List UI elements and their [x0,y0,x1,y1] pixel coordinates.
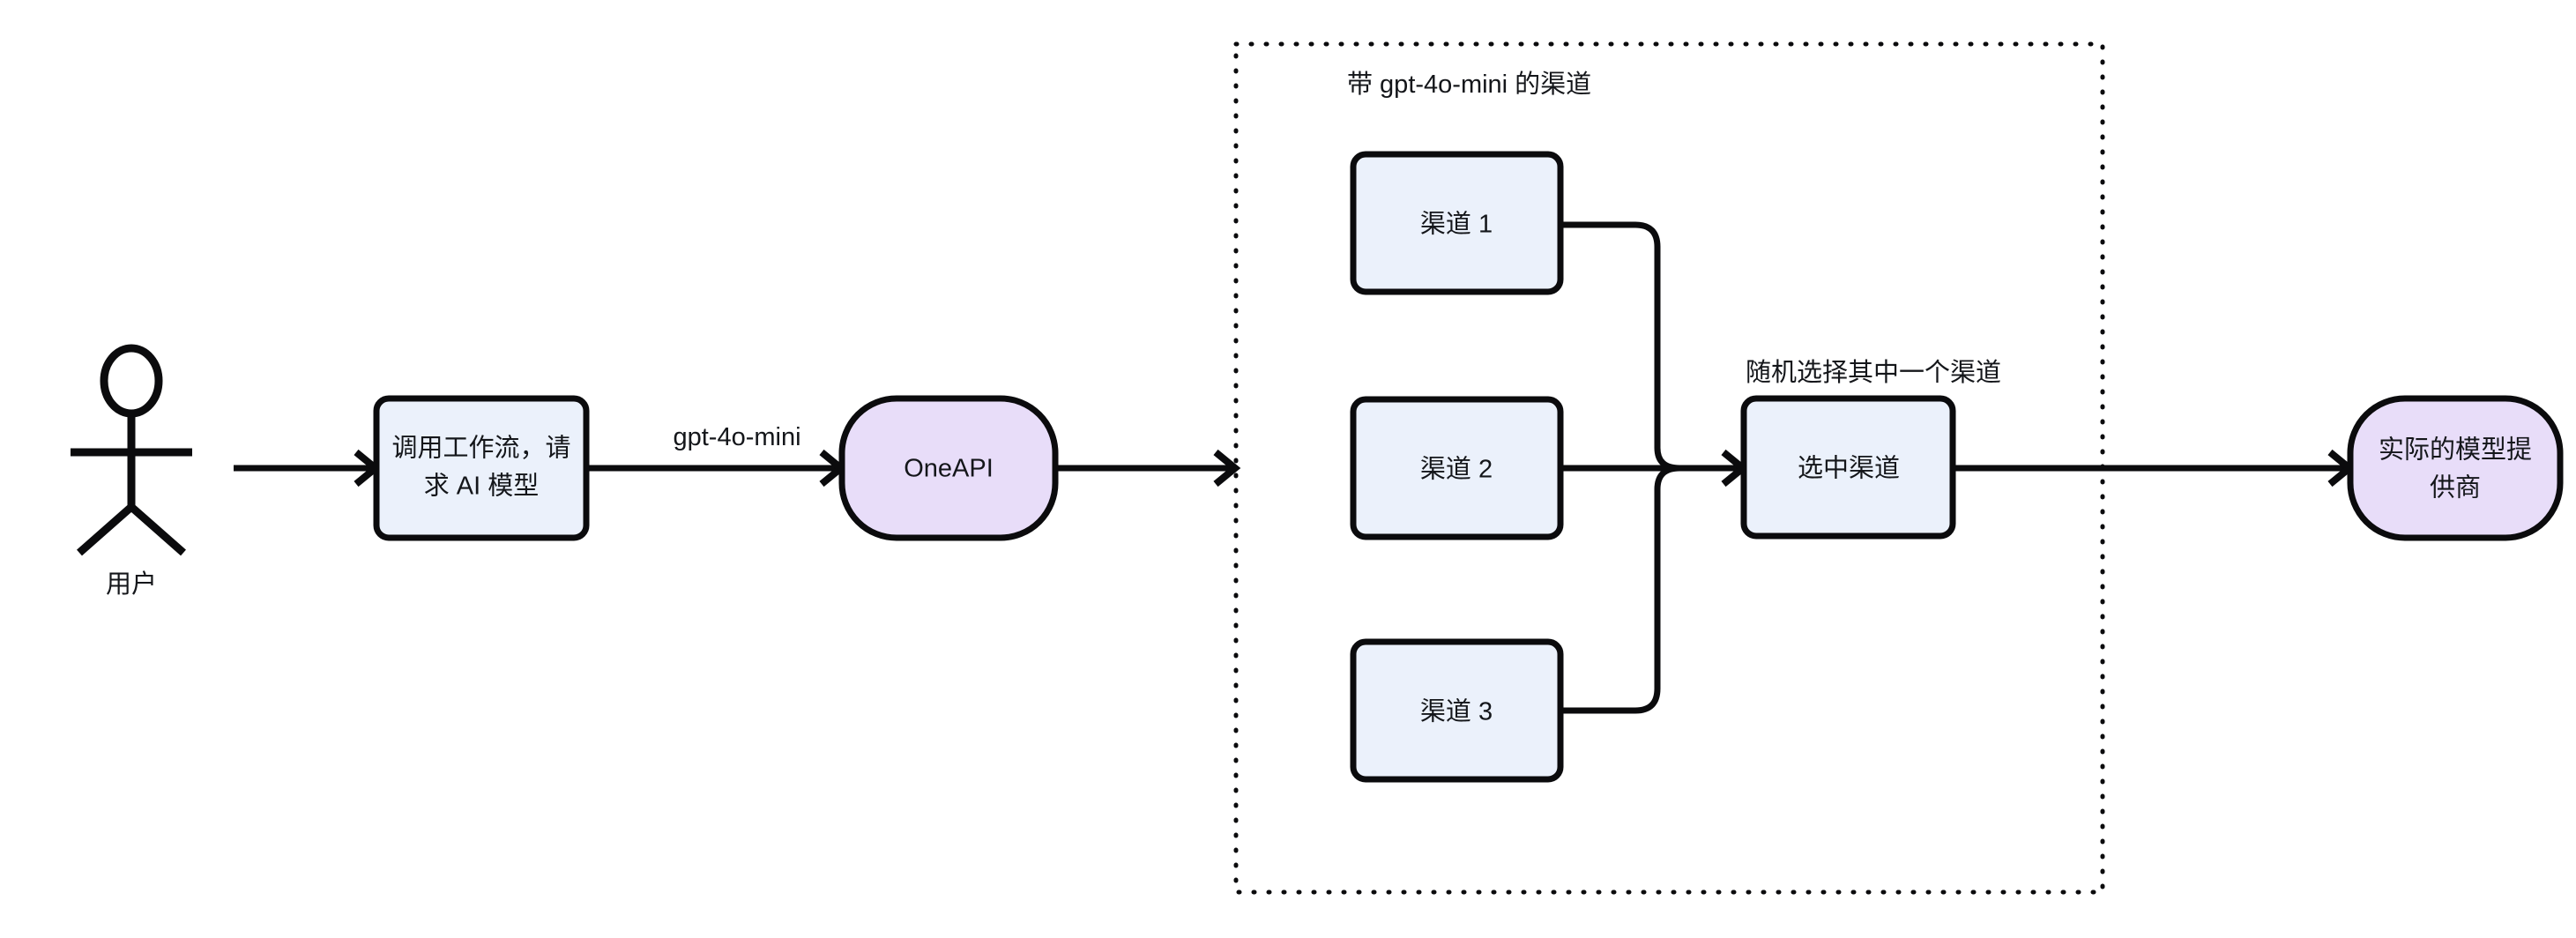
node-model-provider[interactable]: 实际的模型提 供商 [2347,395,2564,541]
edge-selected-to-provider [1953,449,2356,488]
node-channel-2[interactable]: 渠道 2 [1350,396,1564,540]
node-oneapi-label: OneAPI [904,455,994,483]
node-channel-1-label: 渠道 1 [1420,210,1493,239]
user-actor: 用户 [71,344,192,599]
edge-label-gpt-4o-mini: gpt-4o-mini [673,423,800,451]
node-channel-3-label: 渠道 3 [1420,697,1493,726]
edge-channel-3-to-selected [1560,465,1680,714]
edge-oneapi-to-group [1055,449,1241,488]
stick-figure-right-leg-icon [129,503,186,556]
node-workflow-label-line1: 调用工作流，请 [391,434,570,463]
edge-user-to-workflow [234,449,382,488]
edge-workflow-to-oneapi: gpt-4o-mini [586,423,847,488]
node-oneapi[interactable]: OneAPI [838,395,1059,541]
node-workflow-shape[interactable] [373,395,590,541]
node-channel-3[interactable]: 渠道 3 [1350,638,1564,783]
node-workflow[interactable]: 调用工作流，请 求 AI 模型 [373,395,590,541]
edge-label-random-selection: 随机选择其中一个渠道 [1746,358,2001,387]
node-model-provider-label-line2: 供商 [2430,473,2481,502]
node-model-provider-shape[interactable] [2347,395,2564,541]
node-model-provider-label-line1: 实际的模型提 [2379,436,2532,465]
node-channel-2-label: 渠道 2 [1420,455,1493,484]
node-selected-channel[interactable]: 选中渠道 [1740,395,1956,540]
node-selected-channel-label: 选中渠道 [1798,454,1900,483]
user-actor-label: 用户 [106,570,157,599]
node-workflow-label-line2: 求 AI 模型 [424,472,540,501]
channel-group-title: 带 gpt-4o-mini 的渠道 [1347,70,1591,99]
stick-figure-head-icon [100,344,163,418]
node-channel-1[interactable]: 渠道 1 [1350,151,1564,295]
stick-figure-left-leg-icon [77,503,134,556]
edge-channel-2-to-selected: 随机选择其中一个渠道 [1560,358,2001,488]
edge-channel-1-to-selected [1560,221,1680,472]
